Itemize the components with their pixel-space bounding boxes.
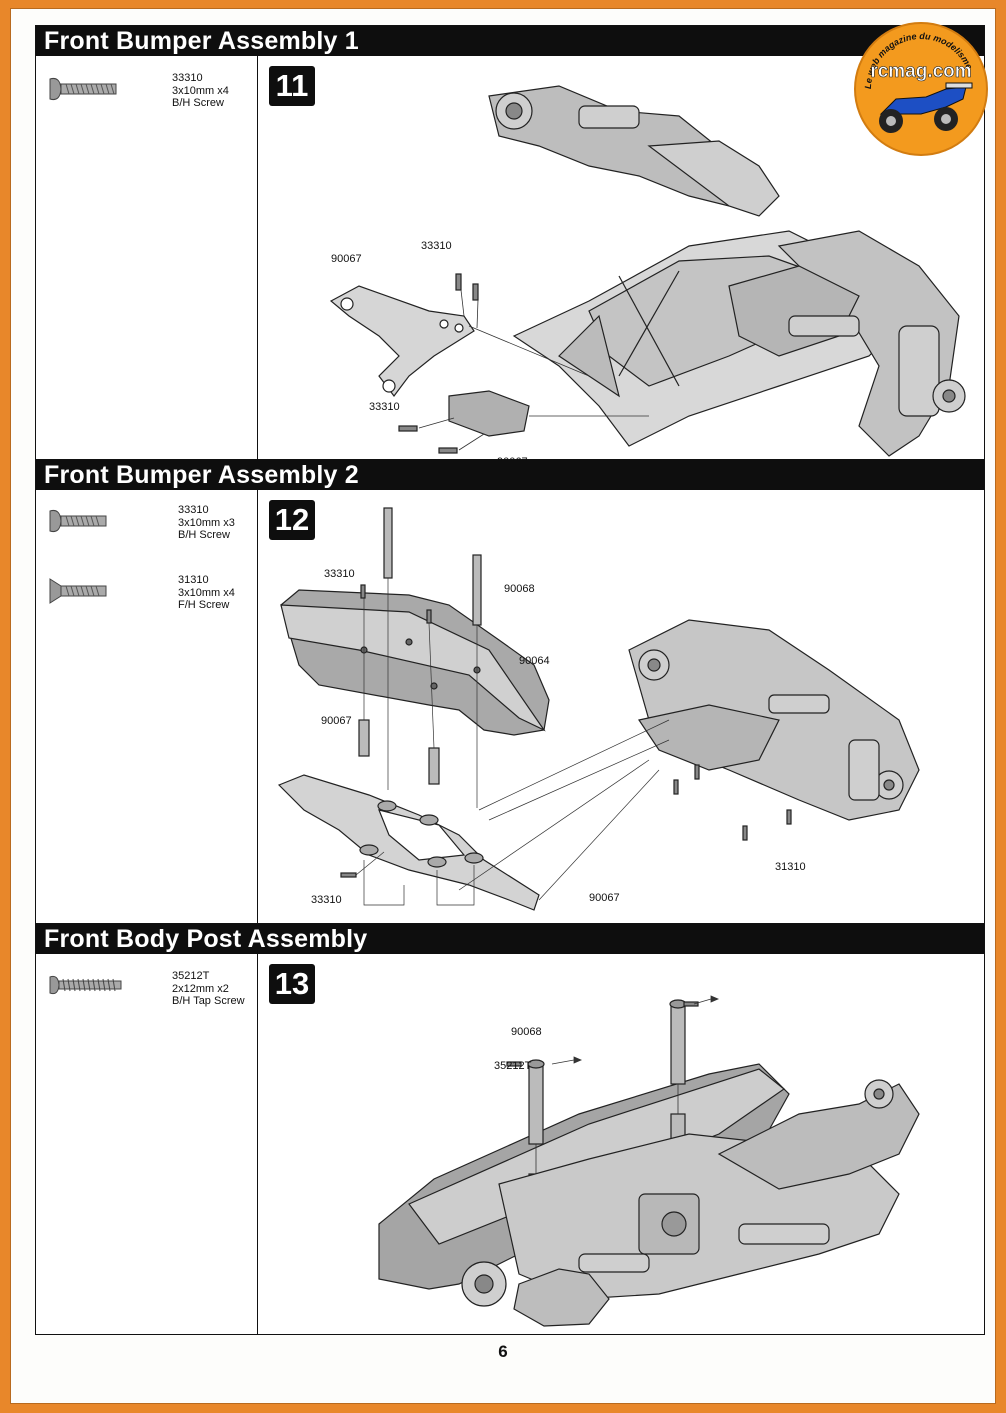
- part-item: 33310 3x10mm x4 B/H Screw: [44, 72, 254, 112]
- callout-label: 35212T: [494, 1060, 532, 1072]
- part-size: 3x10mm x4: [178, 586, 235, 599]
- step-number: 11: [269, 66, 315, 106]
- part-type: B/H Tap Screw: [172, 995, 245, 1007]
- callout-label: 33310: [324, 568, 355, 580]
- callout-label: 90067: [321, 715, 352, 727]
- page-number: 6: [498, 1342, 508, 1361]
- callout-label: 90067: [589, 892, 620, 904]
- part-type: B/H Screw: [172, 97, 224, 109]
- assembly-diagram: 11: [259, 56, 984, 464]
- parts-list: 35212T 2x12mm x2 B/H Tap Screw: [36, 954, 258, 1334]
- step-number: 12: [269, 500, 315, 540]
- button-head-screw-icon: [49, 510, 107, 532]
- callout-label: 90068: [511, 1026, 542, 1038]
- part-number: 31310: [178, 574, 209, 586]
- rcmag-logo[interactable]: Le web magazine du modelisme rcmag.com: [851, 19, 991, 159]
- assembly-diagram: 12: [259, 490, 984, 926]
- assembly-diagram: 13: [259, 954, 984, 1334]
- button-head-screw-icon: [49, 78, 117, 100]
- logo-brand: rcmag.com: [870, 61, 971, 82]
- part-item: 35212T 2x12mm x2 B/H Tap Screw: [44, 970, 254, 1010]
- manual-page: Front Bumper Assembly 1 33310 3x10mm x4 …: [10, 8, 996, 1404]
- callout-label: 33310: [311, 894, 342, 906]
- callout-label: 90068: [504, 583, 535, 595]
- callout-label: 90067: [331, 253, 362, 265]
- section-title: Front Bumper Assembly 1: [36, 26, 984, 56]
- chassis-drawing: [329, 85, 966, 457]
- part-number: 33310: [178, 504, 209, 516]
- section-title: Front Body Post Assembly: [36, 924, 984, 954]
- part-size: 2x12mm x2: [172, 982, 229, 995]
- part-type: F/H Screw: [178, 599, 230, 611]
- callout-label: 31310: [775, 861, 806, 873]
- section-title: Front Bumper Assembly 2: [36, 460, 984, 490]
- part-number: 33310: [172, 72, 203, 84]
- section-front-body-post-assembly: Front Body Post Assembly 35212T 2x12mm x…: [35, 923, 985, 1335]
- part-item: 33310 3x10mm x3 B/H Screw: [44, 504, 254, 544]
- parts-list: 33310 3x10mm x4 B/H Screw: [36, 56, 258, 464]
- flat-head-screw-icon: [49, 578, 107, 604]
- part-size: 3x10mm x3: [178, 516, 235, 529]
- part-size: 3x10mm x4: [172, 84, 229, 97]
- parts-list: 33310 3x10mm x3 B/H Screw 31310 3x10mm x…: [36, 490, 258, 926]
- chassis-drawing: [378, 995, 920, 1327]
- callout-label: 33310: [421, 240, 452, 252]
- section-front-bumper-assembly-2: Front Bumper Assembly 2 33310 3x10mm x3 …: [35, 459, 985, 927]
- chassis-drawing: [277, 507, 920, 911]
- part-number: 35212T: [172, 970, 210, 982]
- part-item: 31310 3x10mm x4 F/H Screw: [44, 574, 254, 614]
- callout-label: 33310: [369, 401, 400, 413]
- buggy-icon: [879, 82, 973, 133]
- step-number: 13: [269, 964, 315, 1004]
- tap-screw-icon: [49, 975, 122, 995]
- section-front-bumper-assembly-1: Front Bumper Assembly 1 33310 3x10mm x4 …: [35, 25, 985, 465]
- part-type: B/H Screw: [178, 529, 230, 541]
- callout-label: 90064: [519, 655, 550, 667]
